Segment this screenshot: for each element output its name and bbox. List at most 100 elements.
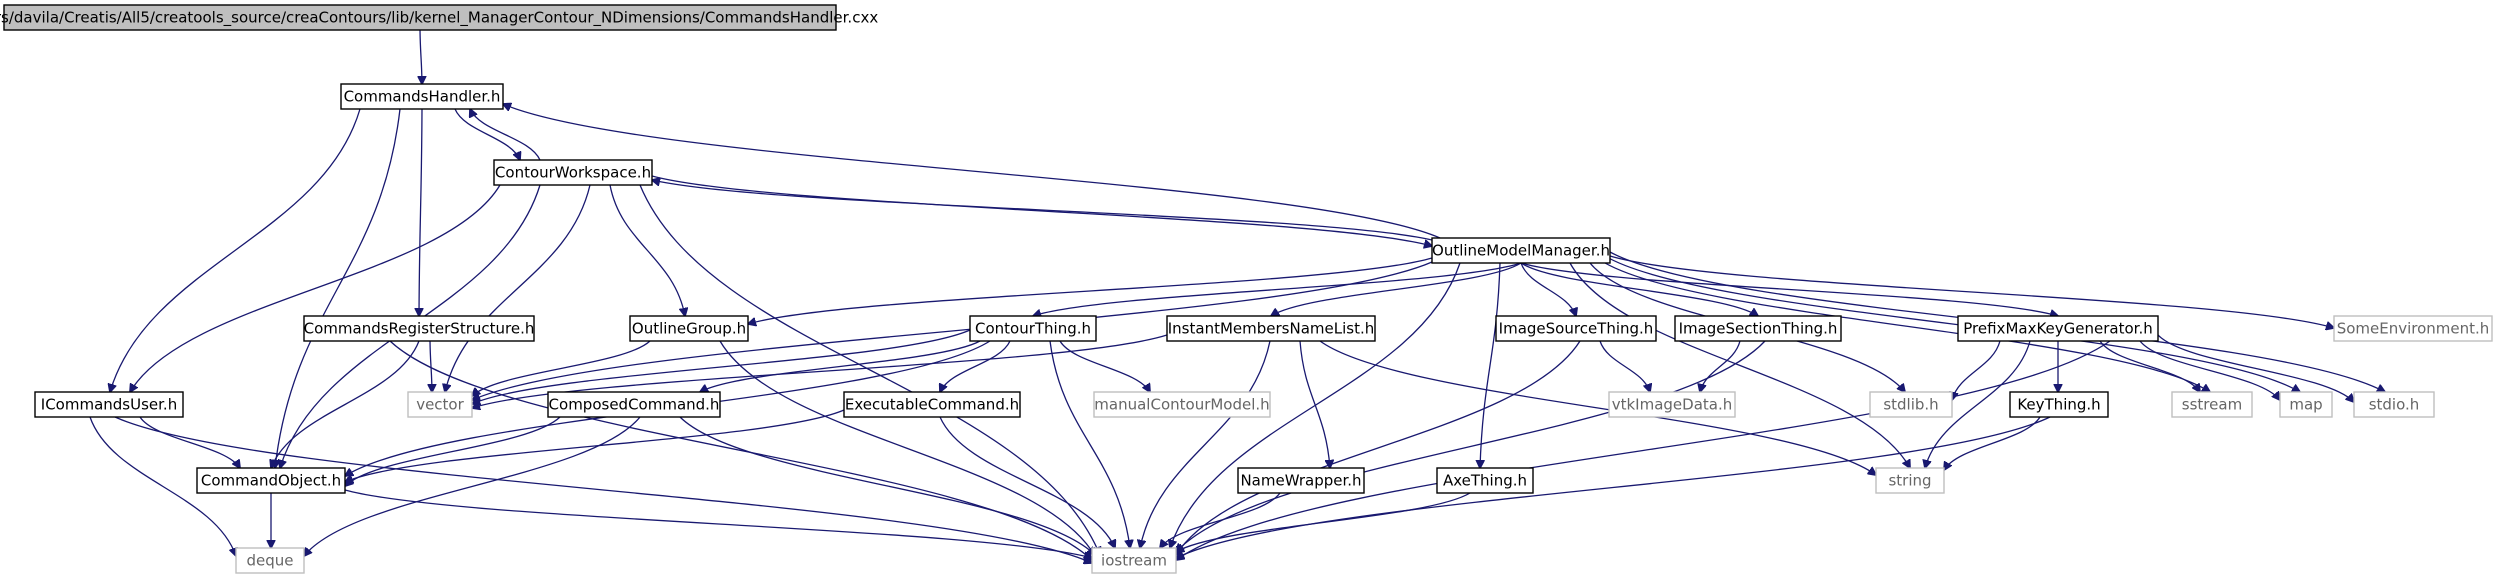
node-contourthing[interactable]: ContourThing.h — [969, 315, 1097, 342]
edge-outlinemodelmanager-to-someenvironment — [1609, 255, 2334, 328]
edge-prefixmaxkeygenerator-to-string — [1925, 340, 2031, 468]
edge-outlinemodelmanager-to-imagesectionthing — [1520, 262, 1758, 316]
node-label-iostream: iostream — [1101, 552, 1167, 570]
node-box-instantmembersnamelist — [1166, 315, 1376, 342]
node-label-prefixmaxkeygenerator: PrefixMaxKeyGenerator.h — [1963, 320, 2152, 338]
node-box-imagesectionthing — [1674, 315, 1842, 342]
node-label-imagesourcething: ImageSourceThing.h — [1499, 320, 1654, 338]
edge-outlinemodelmanager-to-vector — [472, 261, 1433, 400]
node-box-executablecommand — [843, 391, 1021, 418]
edge-icommandsuser-to-iostream — [114, 416, 1092, 563]
node-namewrapper[interactable]: NameWrapper.h — [1237, 467, 1365, 494]
edge-composedcommand-to-commandobject — [345, 416, 561, 486]
node-box-contourthing — [969, 315, 1097, 342]
node-label-stdio: stdio.h — [2369, 396, 2420, 414]
node-prefixmaxkeygenerator[interactable]: PrefixMaxKeyGenerator.h — [1957, 315, 2159, 342]
node-label-icommandsuser: ICommandsUser.h — [41, 396, 177, 414]
node-commandsregisterstructure[interactable]: CommandsRegisterStructure.h — [303, 315, 535, 342]
node-box-string — [1875, 467, 1945, 494]
node-label-executablecommand: ExecutableCommand.h — [845, 396, 1019, 414]
edge-instantmembersnamelist-to-namewrapper — [1299, 340, 1330, 468]
edge-outlinemodelmanager-to-prefixmaxkeygenerator — [1520, 262, 2058, 316]
node-label-vtkimagedata: vtkImageData.h — [1612, 396, 1733, 414]
edge-commandshandler-to-commandsregisterstructure — [419, 108, 422, 316]
edge-contourworkspace-to-outlinegroup — [609, 184, 685, 316]
node-box-root — [3, 4, 837, 31]
edge-imagesectionthing-to-vtkimagedata — [1700, 340, 1741, 392]
node-label-outlinemodelmanager: OutlineModelManager.h — [1432, 242, 1610, 260]
node-label-stdlib: stdlib.h — [1883, 396, 1938, 414]
edge-commandshandler-to-icommandsuser — [110, 108, 361, 392]
node-box-outlinemodelmanager — [1431, 237, 1611, 264]
node-label-string: string — [1888, 472, 1931, 490]
edge-commandsregisterstructure-to-commandobject — [271, 340, 420, 468]
node-label-imagesectionthing: ImageSectionThing.h — [1679, 320, 1838, 338]
edge-commandshandler-to-commandobject — [275, 108, 401, 468]
edge-prefixmaxkeygenerator-to-iostream — [1176, 340, 2111, 560]
node-commandshandler[interactable]: CommandsHandler.h — [340, 83, 504, 110]
edge-outlinemodelmanager-to-contourworkspace — [652, 180, 1433, 241]
edge-contourthing-to-executablecommand — [940, 340, 1011, 392]
edge-composedcommand-to-deque — [304, 416, 641, 556]
node-composedcommand[interactable]: ComposedCommand.h — [547, 391, 721, 418]
node-label-vector: vector — [416, 396, 464, 414]
node-label-outlinegroup: OutlineGroup.h — [632, 320, 746, 338]
edge-outlinemodelmanager-to-commandshandler — [503, 104, 1441, 239]
edge-contourthing-to-vector — [472, 329, 971, 404]
node-iostream: iostream — [1091, 547, 1177, 574]
node-contourworkspace[interactable]: ContourWorkspace.h — [493, 159, 653, 186]
edge-outlinemodelmanager-to-instantmembersnamelist — [1271, 262, 1522, 316]
edge-outlinegroup-to-iostream — [719, 340, 1095, 556]
edge-instantmembersnamelist-to-iostream — [1140, 340, 1271, 548]
edge-imagesectionthing-to-iostream — [1176, 340, 1766, 552]
edge-contourworkspace-to-iostream — [639, 184, 1100, 555]
edge-imagesourcething-to-iostream — [1176, 340, 1581, 555]
node-box-axething — [1436, 467, 1534, 494]
edge-instantmembersnamelist-to-vector — [472, 334, 1168, 408]
edge-contourworkspace-to-vector — [445, 184, 591, 392]
edge-outlinemodelmanager-to-contourthing — [1033, 262, 1522, 316]
node-vtkimagedata: vtkImageData.h — [1608, 391, 1736, 418]
node-root[interactable]: /Users/davila/Creatis/All5/creatools_sou… — [0, 4, 878, 31]
node-executablecommand[interactable]: ExecutableCommand.h — [843, 391, 1021, 418]
node-label-commandshandler: CommandsHandler.h — [344, 88, 501, 106]
edge-prefixmaxkeygenerator-to-map — [2139, 340, 2280, 400]
node-box-outlinegroup — [629, 315, 749, 342]
edge-commandsregisterstructure-to-vector — [430, 340, 432, 392]
node-icommandsuser[interactable]: ICommandsUser.h — [34, 391, 184, 418]
edge-commandobject-to-iostream — [344, 489, 1092, 558]
edge-outlinemodelmanager-to-string — [1569, 262, 1910, 468]
nodes-layer: /Users/davila/Creatis/All5/creatools_sou… — [0, 4, 2493, 574]
node-box-iostream — [1091, 547, 1177, 574]
node-label-instantmembersnamelist: InstantMembersNameList.h — [1168, 320, 1374, 338]
node-box-vtkimagedata — [1608, 391, 1736, 418]
node-label-commandobject: CommandObject.h — [201, 472, 341, 490]
node-keything[interactable]: KeyThing.h — [2009, 391, 2109, 418]
node-imagesectionthing[interactable]: ImageSectionThing.h — [1674, 315, 1842, 342]
node-outlinegroup[interactable]: OutlineGroup.h — [629, 315, 749, 342]
edge-keything-to-iostream — [1176, 416, 2051, 558]
node-outlinemodelmanager[interactable]: OutlineModelManager.h — [1431, 237, 1611, 264]
node-box-commandobject — [196, 467, 346, 494]
node-box-sstream — [2171, 391, 2253, 418]
edge-outlinemodelmanager-to-outlinegroup — [748, 257, 1433, 324]
node-box-stdio — [2353, 391, 2435, 418]
node-box-imagesourcething — [1495, 315, 1657, 342]
node-deque: deque — [235, 547, 305, 574]
node-label-someenvironment: SomeEnvironment.h — [2337, 320, 2490, 338]
edge-outlinemodelmanager-to-axething — [1480, 262, 1501, 468]
edge-prefixmaxkeygenerator-to-sstream — [2099, 340, 2200, 392]
node-box-prefixmaxkeygenerator — [1957, 315, 2159, 342]
node-box-manualcontourmodel — [1093, 391, 1271, 418]
node-commandobject[interactable]: CommandObject.h — [196, 467, 346, 494]
node-stdlib: stdlib.h — [1869, 391, 1953, 418]
edge-prefixmaxkeygenerator-to-stdio — [2157, 334, 2354, 402]
edge-contourthing-to-composedcommand — [700, 340, 981, 392]
node-axething[interactable]: AxeThing.h — [1436, 467, 1534, 494]
node-instantmembersnamelist[interactable]: InstantMembersNameList.h — [1166, 315, 1376, 342]
node-imagesourcething[interactable]: ImageSourceThing.h — [1495, 315, 1657, 342]
node-label-keything: KeyThing.h — [2017, 396, 2100, 414]
node-vector: vector — [407, 391, 473, 418]
edge-root-to-commandshandler — [420, 29, 422, 84]
